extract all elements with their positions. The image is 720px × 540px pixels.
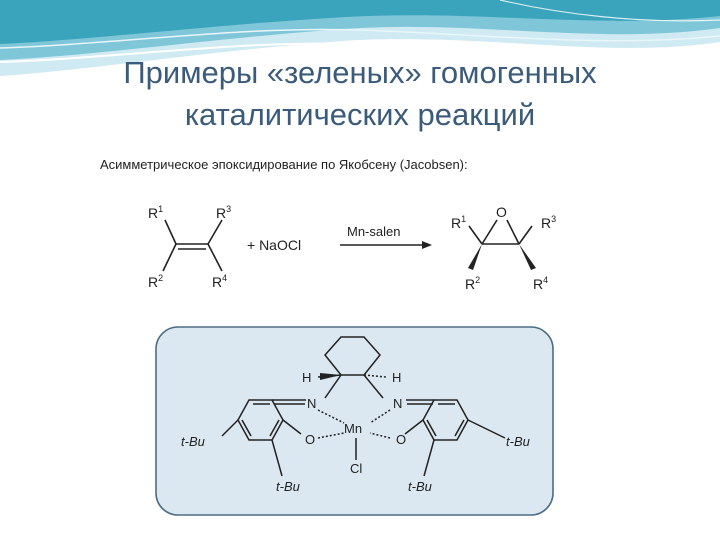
alkene-structure xyxy=(162,219,223,272)
header-wave-decoration xyxy=(0,0,720,90)
epoxide-oxygen-label: O xyxy=(496,204,507,220)
catalyst-tbu-left-para: t-Bu xyxy=(181,434,205,449)
epoxide-wedge-right xyxy=(519,244,536,270)
alkene-r1-label: R1 xyxy=(148,204,163,221)
catalyst-o-right: O xyxy=(396,432,406,447)
catalyst-o-left: O xyxy=(305,432,315,447)
stereo-wedge-left xyxy=(320,373,341,380)
slide-title-line-2: каталитических реакций xyxy=(184,97,536,132)
catalyst-n-left: N xyxy=(307,396,316,411)
alkene-r3-label: R3 xyxy=(216,204,231,221)
epoxide-r1-label: R1 xyxy=(451,214,466,231)
catalyst-tbu-right-ortho: t-Bu xyxy=(408,479,432,494)
epoxide-r3-label: R3 xyxy=(541,214,556,231)
slide-subtitle: Асимметрическое эпоксидирование по Якобс… xyxy=(100,157,468,172)
alkene-r2-label: R2 xyxy=(148,273,163,290)
slide-title: Примеры «зеленых» гомогенных каталитичес… xyxy=(60,52,660,136)
reaction-arrow xyxy=(340,241,432,249)
catalyst-h-left: H xyxy=(302,370,311,385)
slide-title-line-1: Примеры «зеленых» гомогенных xyxy=(123,55,597,90)
epoxide-r4-label: R4 xyxy=(533,275,548,292)
epoxide-wedge-left xyxy=(468,244,482,270)
catalyst-arrow-label: Mn-salen xyxy=(347,224,400,239)
catalyst-chloride: Cl xyxy=(350,461,362,476)
catalyst-structure-box xyxy=(155,326,554,516)
epoxide-structure xyxy=(468,219,533,245)
reagent-label: + NaOCl xyxy=(247,237,301,253)
catalyst-n-right: N xyxy=(393,396,402,411)
catalyst-h-right: H xyxy=(392,370,401,385)
catalyst-tbu-right-para: t-Bu xyxy=(506,434,530,449)
epoxide-r2-label: R2 xyxy=(465,275,480,292)
alkene-r4-label: R4 xyxy=(212,273,227,290)
catalyst-tbu-left-ortho: t-Bu xyxy=(276,479,300,494)
catalyst-metal-mn: Mn xyxy=(344,421,362,436)
